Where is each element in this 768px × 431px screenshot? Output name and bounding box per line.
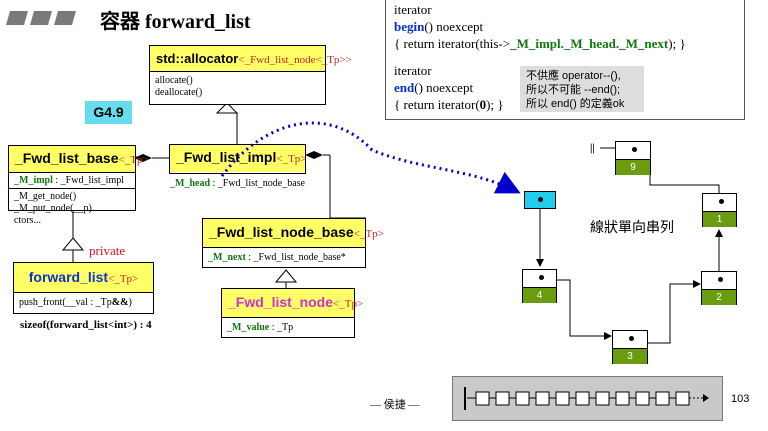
page-title: 容器 forward_list: [100, 11, 251, 33]
end-note-line: 所以 end() 的定義ok: [526, 98, 625, 110]
fwd-list-base-class: _Fwd_list_base<_Tp> _M_impl : _Fwd_list_…: [8, 145, 149, 226]
fwd-list-base-field-name: _M_impl: [14, 175, 53, 186]
fwd-list-impl-class: _Fwd_list_impl<_Tp>: [169, 144, 307, 174]
fwd-list-impl-name: _Fwd_list_impl: [176, 149, 277, 165]
allocator-class: std::allocator<_Fwd_list_node<_Tp>> allo…: [149, 45, 352, 105]
fwd-list-base-tparam: _Tp: [124, 154, 143, 166]
fwd-list-node-class: _Fwd_list_node<_Tp> _M_value : _Tp: [221, 288, 363, 338]
end-note-line: 不供應 operator--(),: [526, 70, 621, 82]
list-node: 3: [612, 330, 648, 364]
footer-strip: [452, 376, 723, 421]
begin-body-member: _M_impl._M_head._M_next: [510, 36, 669, 51]
fwd-list-base-field-type: : _Fwd_list_impl: [55, 175, 125, 186]
list-node-value: 4: [523, 288, 556, 303]
node-base-name: _Fwd_list_node_base: [209, 224, 354, 240]
begin-body-post: ); }: [668, 36, 686, 51]
page-number: 103: [731, 393, 750, 405]
fwd-list-base-method: _M_get_node(): [14, 191, 77, 202]
end-return-type: iterator: [394, 63, 432, 78]
footer-list-icon: [464, 387, 709, 410]
list-node-value: 3: [613, 349, 647, 364]
list-node: 9: [615, 141, 651, 175]
allocator-tparam-tail: _Tp>>: [321, 54, 352, 66]
fwd-list-base-method: ctors...: [14, 215, 41, 226]
begin-body-pre: { return iterator(this->: [394, 36, 511, 51]
list-node-value: 2: [702, 290, 736, 305]
end-body-zero: 0: [479, 97, 487, 112]
sizeof-note: sizeof(forward_list<int>) : 4: [20, 319, 152, 331]
forward-list-method-post: ): [128, 297, 132, 308]
list-node-value: 1: [703, 212, 736, 227]
list-node: 2: [701, 271, 737, 305]
node-field-name: _M_value: [227, 322, 270, 333]
fwd-list-base-name: _Fwd_list_base: [15, 150, 119, 166]
end-body-pre: { return iterator(: [394, 97, 480, 112]
node-field-type: : _Tp: [271, 322, 294, 333]
list-node: 1: [702, 193, 737, 227]
allocator-class-name: std::allocator: [156, 51, 239, 66]
list-node-value: 9: [616, 160, 650, 175]
fwd-list-impl-field-type: : _Fwd_list_node_base: [212, 178, 306, 189]
end-body-post: ); }: [486, 97, 504, 112]
title-bars: [6, 11, 86, 30]
allocator-method: allocate(): [155, 75, 193, 86]
allocator-tparam-node: _Fwd_list_node: [244, 54, 316, 66]
node-tparam: _Tp: [339, 298, 357, 310]
fwd-list-base-method: _M_put_node(__p): [14, 203, 92, 214]
end-keyword: end: [394, 80, 415, 95]
begin-return-type: iterator: [394, 2, 432, 17]
begin-keyword: begin: [394, 19, 425, 34]
node-base-field-type: : _Fwd_list_node_base*: [248, 252, 346, 263]
version-badge: G4.9: [85, 101, 132, 124]
code-box: iterator begin() noexcept { return itera…: [385, 0, 745, 120]
fwd-list-impl-field-name: _M_head: [170, 178, 210, 189]
node-name: _Fwd_list_node: [228, 294, 334, 310]
private-label: private: [89, 243, 126, 258]
list-head-box: [524, 191, 556, 209]
forward-list-method-amp: &&: [111, 297, 129, 308]
node-base-field-name: _M_next: [208, 252, 246, 263]
allocator-method: deallocate(): [155, 87, 203, 98]
forward-list-tparam: _Tp: [114, 273, 133, 285]
end-note-line: 所以不可能 --end();: [526, 84, 621, 96]
begin-signature-tail: () noexcept: [424, 19, 484, 34]
footer-author: — 侯捷 —: [370, 399, 420, 411]
fwd-list-impl-field: _M_head : _Fwd_list_node_base: [170, 178, 305, 189]
fwd-list-impl-tparam: _Tp: [282, 153, 301, 165]
forward-list-method-pre: push_front(__val : _Tp: [19, 297, 112, 308]
fwd-list-node-base-class: _Fwd_list_node_base<_Tp> _M_next : _Fwd_…: [202, 218, 384, 268]
forward-list-class: forward_list<_Tp> push_front(__val : _Tp…: [13, 262, 154, 314]
node-base-tparam: _Tp: [359, 228, 378, 240]
forward-list-name: forward_list: [28, 269, 109, 285]
end-note: 不供應 operator--(), 所以不可能 --end(); 所以 end(…: [520, 66, 644, 112]
list-caption: 線狀單向串列: [590, 219, 674, 235]
end-signature-tail: () noexcept: [414, 80, 474, 95]
list-node: 4: [522, 269, 557, 303]
null-marker: ||: [590, 142, 595, 154]
